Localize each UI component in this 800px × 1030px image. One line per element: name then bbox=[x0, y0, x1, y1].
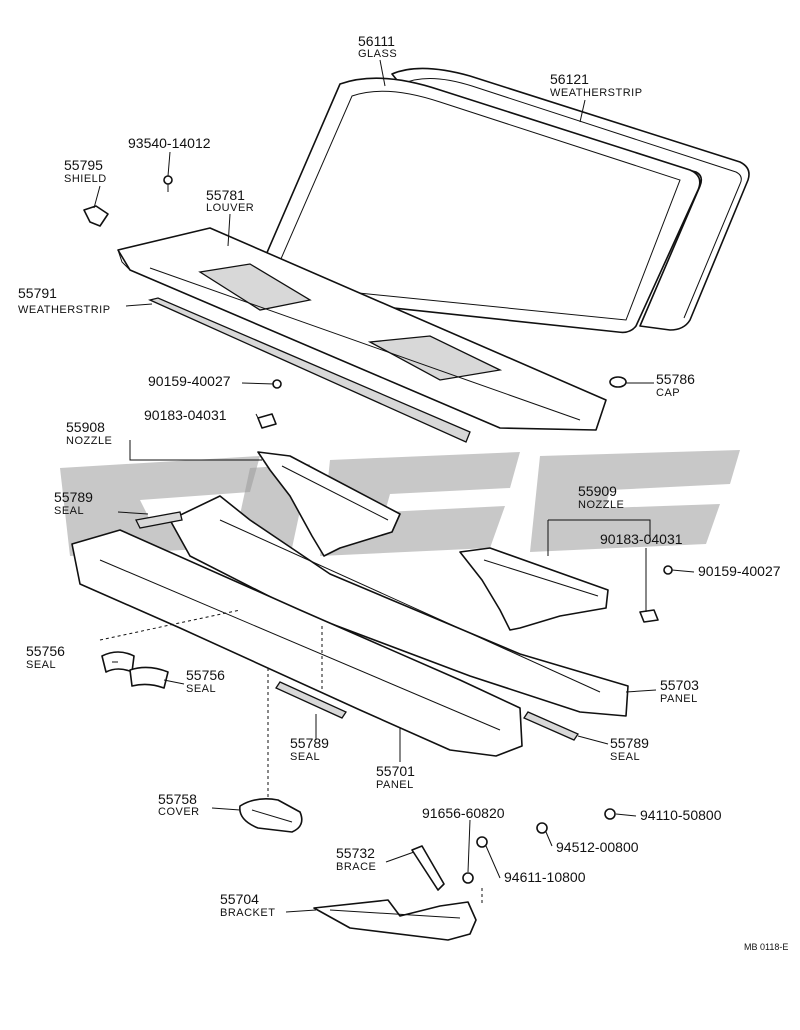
callout-55701-number: 55701 bbox=[376, 763, 415, 779]
callout-55791-name: WEATHERSTRIP bbox=[18, 304, 111, 316]
callout-55701-name: PANEL bbox=[376, 779, 414, 791]
brace-55732 bbox=[411, 845, 445, 891]
callout-55703-number: 55703 bbox=[660, 677, 699, 693]
callout-55789-center-number: 55789 bbox=[290, 735, 329, 751]
callout-94611-10800-number: 94611-10800 bbox=[504, 869, 586, 885]
callout-55789-right-name: SEAL bbox=[610, 751, 640, 763]
nut-94611-10800 bbox=[476, 836, 488, 848]
callout-55756-b-number: 55756 bbox=[186, 667, 225, 683]
callout-94110-50800-number: 94110-50800 bbox=[640, 807, 722, 823]
callout-55789-center-name: SEAL bbox=[290, 751, 320, 763]
bracket-55704 bbox=[313, 899, 477, 941]
callout-55758-number: 55758 bbox=[158, 791, 197, 807]
callout-93540-14012-number: 93540-14012 bbox=[128, 135, 211, 151]
callout-90159-40027-upper-number: 90159-40027 bbox=[148, 373, 231, 389]
nut-94110-50800 bbox=[604, 808, 616, 820]
callout-90159-40027-right-number: 90159-40027 bbox=[698, 563, 781, 579]
washer-94512-00800 bbox=[536, 822, 548, 834]
callout-55781-name: LOUVER bbox=[206, 202, 254, 214]
seal-55789-left bbox=[135, 511, 183, 529]
cap-55786 bbox=[609, 376, 627, 388]
callout-55789-left-name: SEAL bbox=[54, 505, 84, 517]
callout-90183-04031-right-number: 90183-04031 bbox=[600, 531, 683, 547]
callout-56121-number: 56121 bbox=[550, 71, 589, 87]
callout-55756-b-name: SEAL bbox=[186, 683, 216, 695]
clip-90183-04031-right bbox=[639, 609, 659, 623]
callout-55789-right-number: 55789 bbox=[610, 735, 649, 751]
callout-55781-number: 55781 bbox=[206, 187, 245, 203]
callout-55756-a-name: SEAL bbox=[26, 659, 56, 671]
callout-55791-number: 55791 bbox=[18, 285, 57, 301]
callout-55909-name: NOZZLE bbox=[578, 499, 624, 511]
screw-93540-14012 bbox=[163, 175, 173, 192]
callout-56111-number: 56111 bbox=[358, 33, 395, 49]
callout-55732-number: 55732 bbox=[336, 845, 375, 861]
weatherstrip-55791 bbox=[148, 297, 471, 443]
callout-55908-number: 55908 bbox=[66, 419, 105, 435]
callout-55732-name: BRACE bbox=[336, 861, 376, 873]
callout-55703-name: PANEL bbox=[660, 693, 698, 705]
callout-56121-name: WEATHERSTRIP bbox=[550, 87, 643, 99]
seal-55789-right bbox=[523, 711, 579, 741]
clip-90159-40027-upper bbox=[272, 379, 282, 389]
leader-lines bbox=[93, 59, 695, 913]
callout-55786-name: CAP bbox=[656, 387, 680, 399]
seal-55789-center bbox=[275, 681, 347, 719]
panel-55701 bbox=[71, 529, 523, 757]
callout-55756-a-number: 55756 bbox=[26, 643, 65, 659]
callout-55704-number: 55704 bbox=[220, 891, 259, 907]
nozzle-55909 bbox=[459, 547, 609, 631]
callout-55789-left-number: 55789 bbox=[54, 489, 93, 505]
louver-55781 bbox=[117, 227, 607, 431]
bolt-91656-60820 bbox=[462, 872, 474, 884]
seal-55756-b bbox=[129, 666, 169, 689]
callout-55786-number: 55786 bbox=[656, 371, 695, 387]
callout-55795-number: 55795 bbox=[64, 157, 103, 173]
callout-55908-name: NOZZLE bbox=[66, 435, 112, 447]
callout-90183-04031-left-number: 90183-04031 bbox=[144, 407, 227, 423]
shield-55795 bbox=[83, 205, 109, 227]
clip-90183-04031-left bbox=[257, 413, 277, 429]
cover-55758 bbox=[239, 798, 303, 833]
callout-56111-name: GLASS bbox=[358, 48, 397, 60]
callout-55909-number: 55909 bbox=[578, 483, 617, 499]
callout-55704-name: BRACKET bbox=[220, 907, 275, 919]
callout-55758-name: COVER bbox=[158, 806, 200, 818]
callout-55795-name: SHIELD bbox=[64, 173, 107, 185]
callout-94512-00800-number: 94512-00800 bbox=[556, 839, 639, 855]
figure-reference: MB 0118-E bbox=[744, 942, 788, 952]
nozzle-55908 bbox=[257, 451, 401, 557]
callout-91656-60820-number: 91656-60820 bbox=[422, 805, 505, 821]
clip-90159-40027-right bbox=[663, 565, 673, 575]
